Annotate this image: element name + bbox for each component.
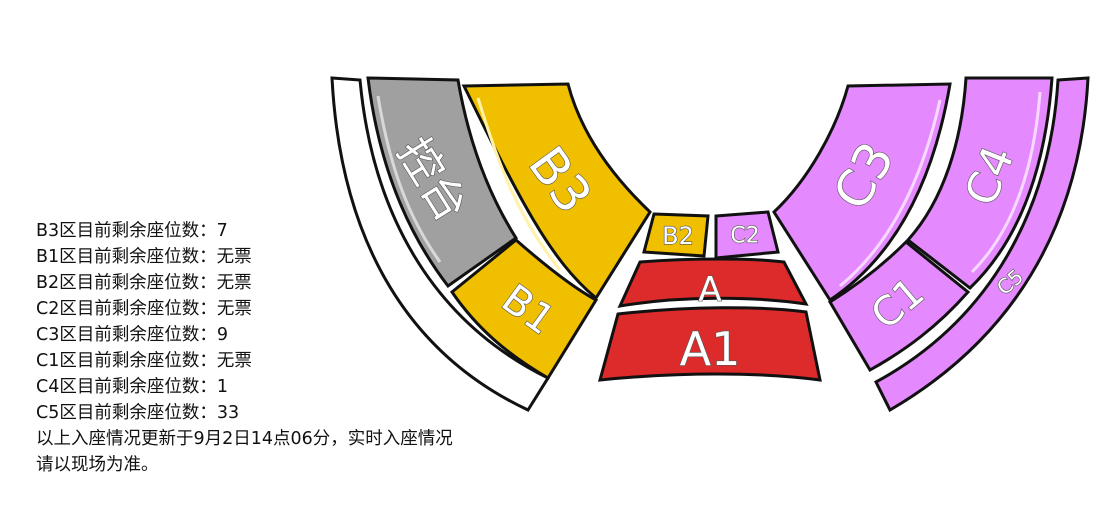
section-C2[interactable] <box>714 210 780 260</box>
update-note: 以上入座情况更新于9月2日14点06分，实时入座情况请以现场为准。 <box>36 429 453 475</box>
section-B3[interactable] <box>461 82 652 301</box>
availability-line-C2: C2区目前剩余座位数：无票 <box>36 299 252 319</box>
label-A: A <box>698 270 721 310</box>
label-C2: C2 <box>730 224 759 249</box>
availability-line-C5: C5区目前剩余座位数：33 <box>36 403 240 423</box>
section-A[interactable] <box>617 257 809 308</box>
availability-line-B3: B3区目前剩余座位数：7 <box>36 221 228 241</box>
availability-line-B2: B2区目前剩余座位数：无票 <box>36 273 252 293</box>
label-A1: A1 <box>680 322 741 376</box>
section-B1[interactable] <box>449 238 599 381</box>
section-C1[interactable] <box>827 239 971 373</box>
availability-line-C1: C1区目前剩余座位数：无票 <box>36 351 252 371</box>
availability-line-C4: C4区目前剩余座位数：1 <box>36 377 228 397</box>
availability-line-B1: B1区目前剩余座位数：无票 <box>36 247 252 267</box>
section-C4[interactable] <box>905 76 1054 290</box>
label-B2: B2 <box>662 222 694 250</box>
section-B2[interactable] <box>642 212 710 258</box>
availability-line-C3: C3区目前剩余座位数：9 <box>36 325 228 345</box>
section-C5[interactable] <box>874 76 1090 413</box>
left-outer-band <box>330 76 551 412</box>
section-A1[interactable] <box>597 306 822 382</box>
section-C3[interactable] <box>772 82 952 303</box>
B3-rim <box>476 97 562 271</box>
availability-panel: B3区目前剩余座位数：7 B1区目前剩余座位数：无票 B2区目前剩余座位数：无票… <box>36 218 476 478</box>
C4-rim <box>970 91 1042 274</box>
section-stage <box>366 76 519 289</box>
stage-rim <box>376 95 442 263</box>
C3-rim <box>839 99 942 288</box>
